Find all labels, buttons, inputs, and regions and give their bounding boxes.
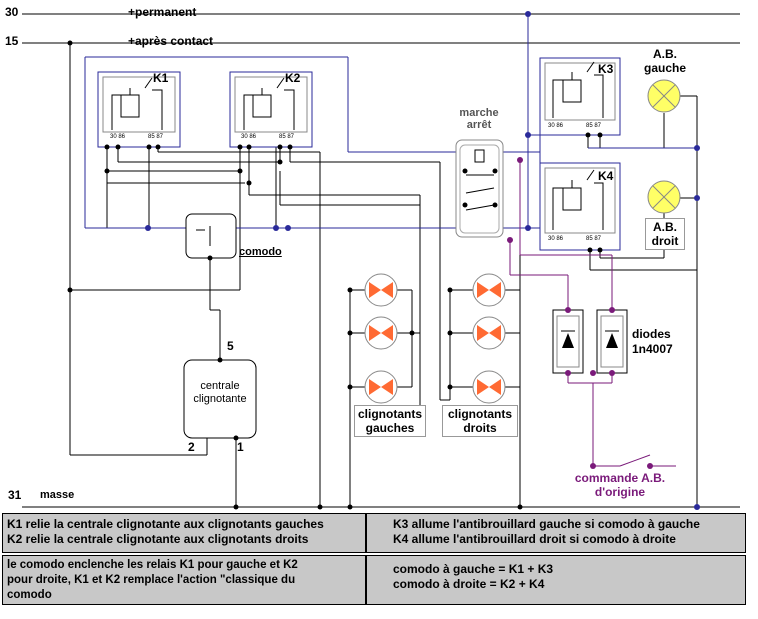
centrale-pin-5: 5 [227,339,234,353]
ab-gauche-label: A.B. gauche [632,47,698,75]
clignotants-droits-line1: clignotants [447,407,512,421]
marche-arret-switch [455,139,504,238]
lamps-clignotants-droits [472,273,506,404]
commande-ab-label: commande A.B. d'origine [560,471,680,499]
note-k4-line: K4 allume l'antibrouillard droit si como… [393,532,676,546]
relay-k4-label: K4 [598,169,614,183]
comodo-switch [185,213,237,259]
comodo-label: comodo [239,246,282,258]
centrale-label: centrale clignotante [186,380,254,406]
rail-30-label: +permanent [128,5,197,19]
lamp-ab-gauche [647,79,681,113]
clignotants-gauches-line1: clignotants [357,407,422,421]
marche-label: marche [459,107,499,119]
commande-ab-line2: d'origine [594,485,646,499]
k3-pins-right: 85 87 [586,123,602,129]
relay-k2 [229,71,313,148]
k3-pins-left: 30 86 [548,123,564,129]
note-comodo-combinaisons: comodo à gauche = K1 + K3 comodo à droit… [366,555,746,605]
k1-pins-right: 85 87 [148,134,164,140]
relay-k4 [539,162,621,251]
k1-pins-left: 30 86 [110,134,126,140]
centrale-label-line2: clignotante [193,393,247,405]
relay-k3-label: K3 [598,62,614,76]
clignotants-gauches-line2: gauches [365,421,415,435]
relay-k1 [97,71,181,148]
rail-30-number: 30 [5,5,19,19]
note-comodo-gauche: comodo à gauche = K1 + K3 [393,562,554,576]
marche-arret-label: marche arrêt [446,107,512,131]
diodes-label-line2: 1n4007 [632,342,673,356]
relay-k3 [539,57,621,136]
note-comodo-line2: pour droite, K1 et K2 remplace l'action … [7,574,296,586]
power-rails [22,13,740,508]
junction-dots-black [67,40,603,510]
junction-dots-blue [145,11,700,510]
note-k1-k2: K1 relie la centrale clignotante aux cli… [2,513,366,553]
diodes-label: diodes 1n4007 [632,327,673,357]
note-k3-k4: K3 allume l'antibrouillard gauche si com… [366,513,746,553]
note-k3-line: K3 allume l'antibrouillard gauche si com… [393,517,700,531]
ab-droit-label-line2: droit [651,234,679,248]
note-comodo-line1: le comodo enclenche les relais K1 pour g… [7,559,298,571]
note-k1-line: K1 relie la centrale clignotante aux cli… [7,517,324,531]
relay-k1-label: K1 [153,71,169,85]
diode-wires [509,160,676,467]
lamps-clignotants-gauches [364,273,398,404]
arret-label: arrêt [466,119,492,131]
k2-pins-left: 30 86 [241,134,257,140]
centrale-pin-1: 1 [237,440,244,454]
note-k2-line: K2 relie la centrale clignotante aux cli… [7,532,309,546]
diodes-label-line1: diodes [632,327,671,341]
note-comodo-droite: comodo à droite = K2 + K4 [393,577,545,591]
centrale-label-line1: centrale [200,380,240,392]
rail-31-label: masse [40,489,75,501]
relay-k2-label: K2 [285,71,301,85]
lamp-ab-droit [647,180,681,214]
note-comodo-relais: le comodo enclenche les relais K1 pour g… [2,555,366,605]
rail-31-number: 31 [8,488,22,502]
clignotants-droits-line2: droits [463,421,497,435]
junction-dots-purple [507,157,653,469]
diodes-1n4007 [552,309,628,374]
rail-15-label: +après contact [128,34,214,48]
note-comodo-line3: comodo [7,589,52,601]
ab-droit-label-line1: A.B. [653,220,677,234]
ab-gauche-label-line1: A.B. [653,47,677,61]
k4-pins-left: 30 86 [548,236,564,242]
centrale-pin-2: 2 [188,440,195,454]
k2-pins-right: 85 87 [279,134,295,140]
clignotants-gauches-label: clignotants gauches [354,405,426,437]
clignotants-droits-label: clignotants droits [442,405,518,437]
rail-15-number: 15 [5,34,19,48]
k4-pins-right: 85 87 [586,236,602,242]
ab-gauche-label-line2: gauche [643,61,686,75]
commande-ab-line1: commande A.B. [574,471,666,485]
ab-droit-label: A.B. droit [645,218,685,250]
